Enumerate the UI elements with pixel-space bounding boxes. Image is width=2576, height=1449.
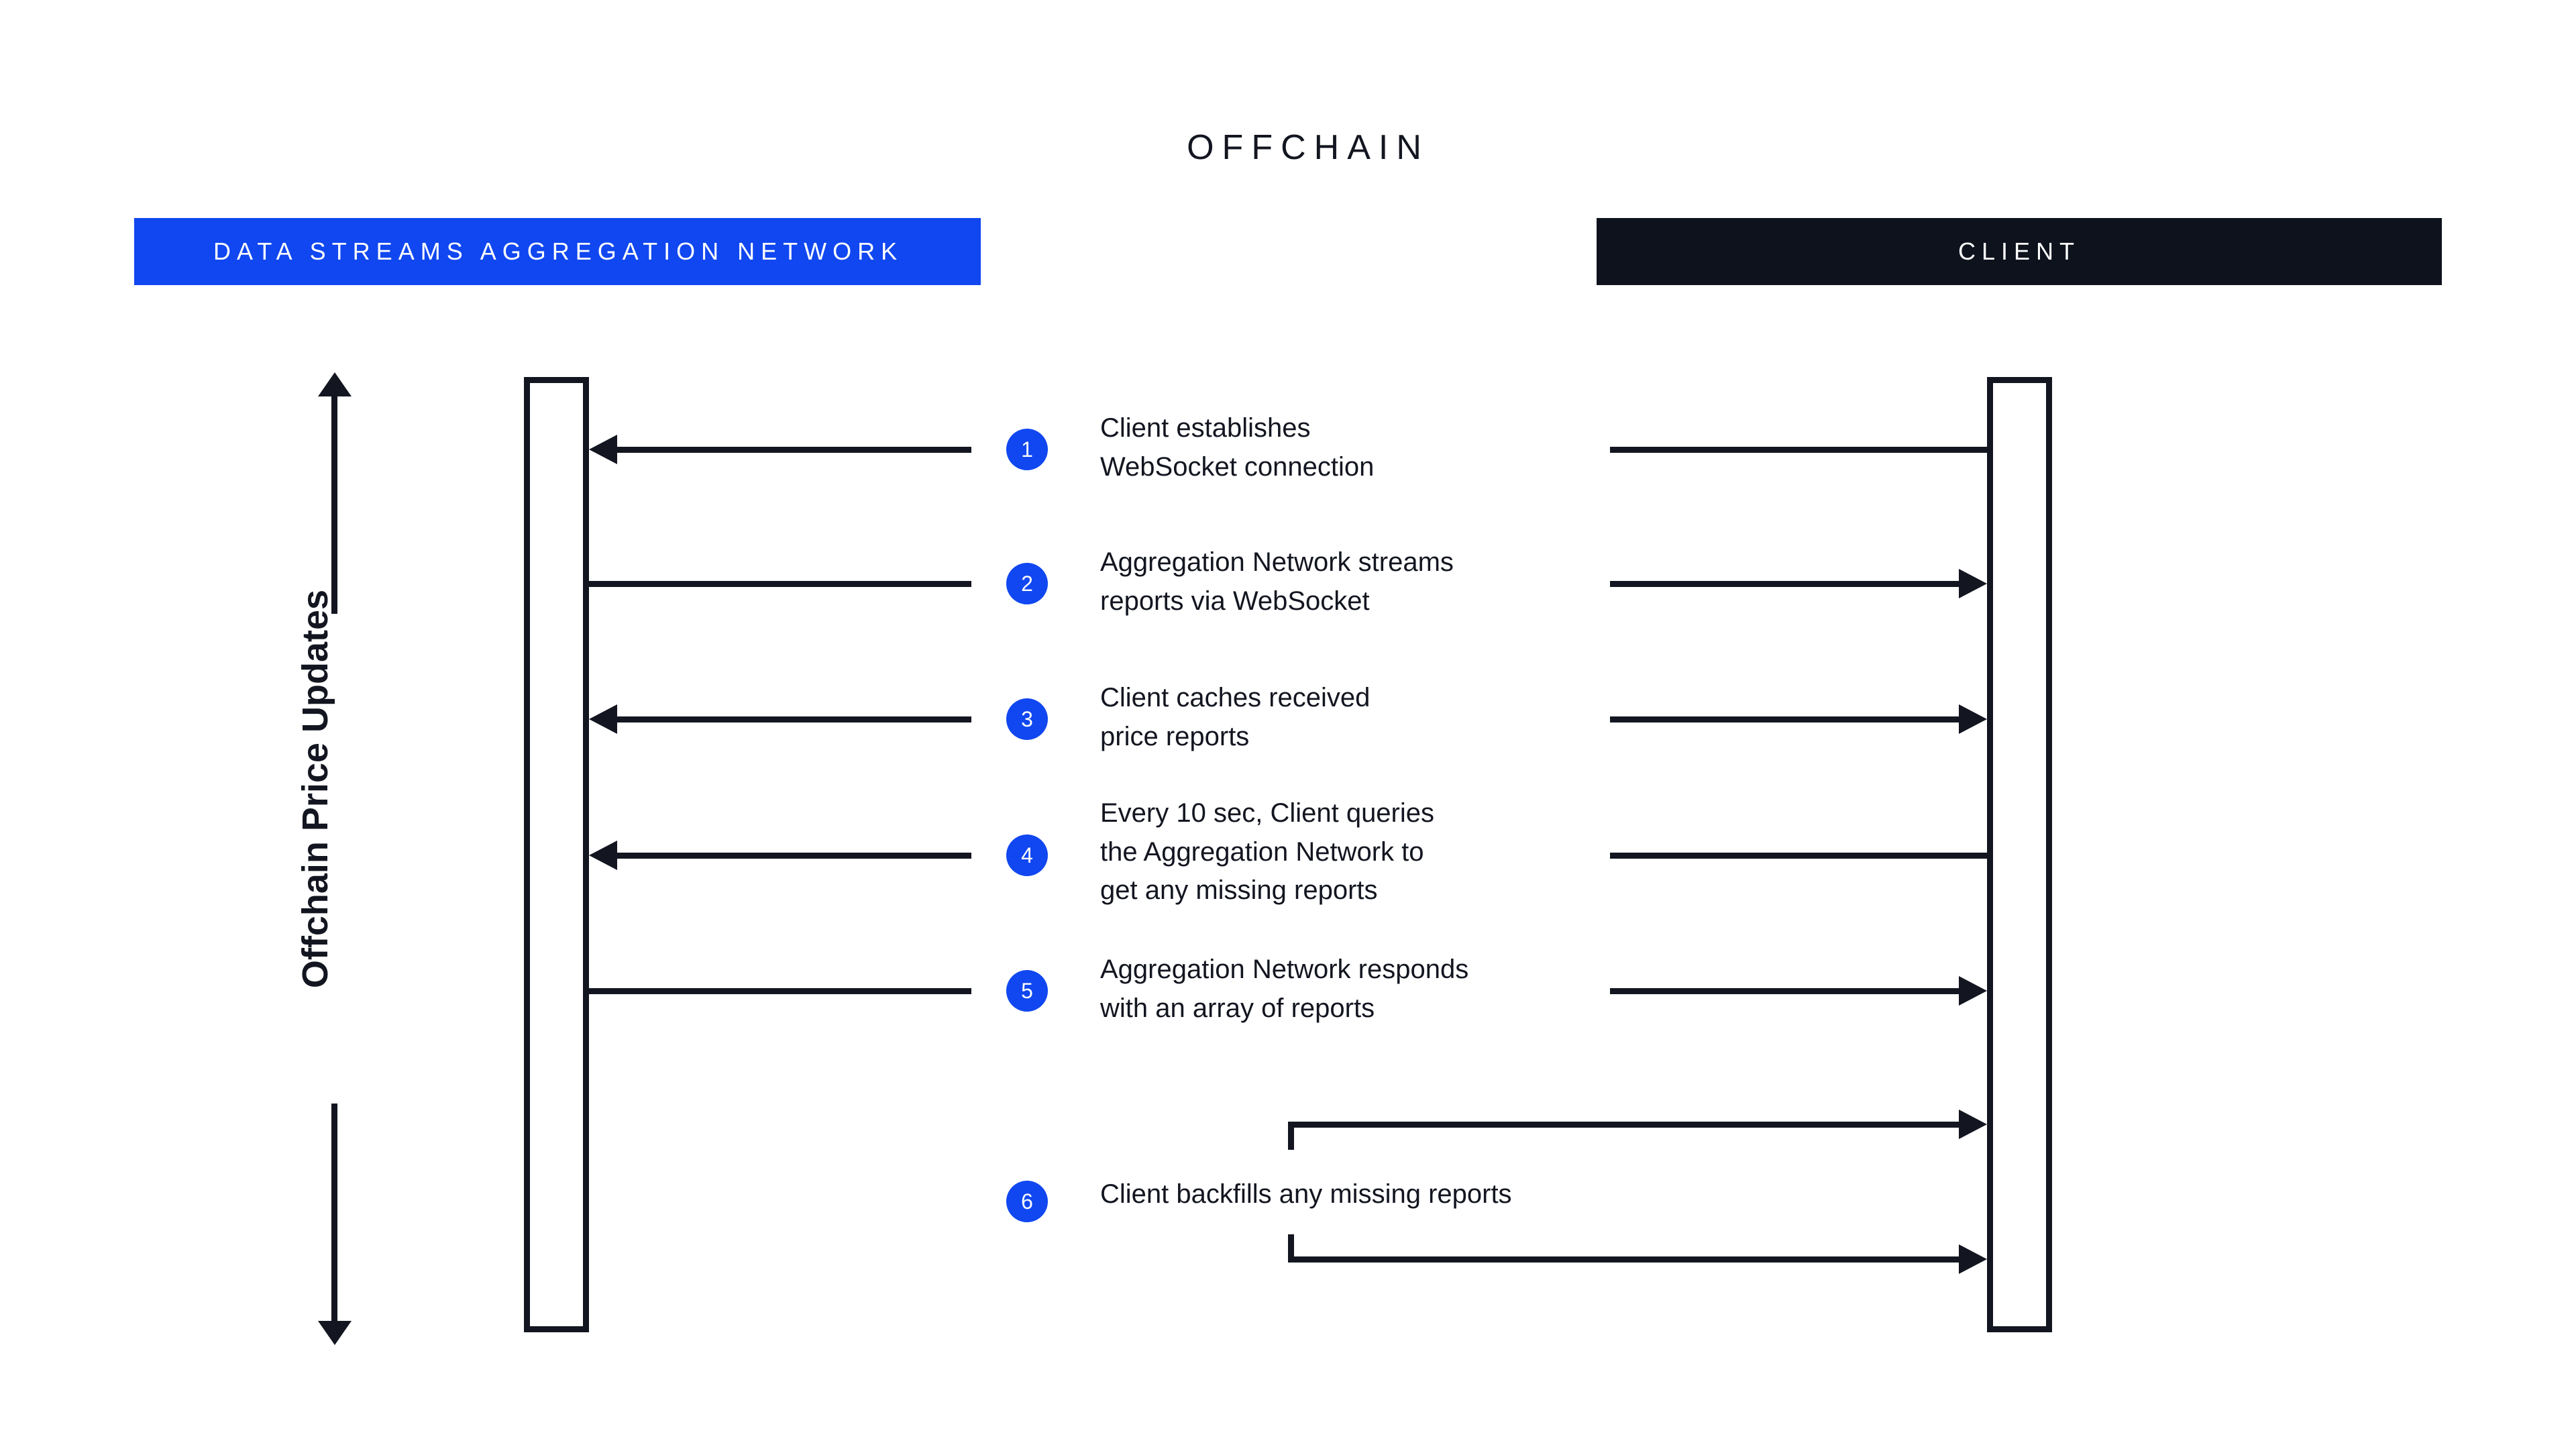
step-badge-5-number: 5 [1021, 979, 1033, 1003]
axis-label: Offchain Price Updates [295, 589, 335, 989]
message-6-upper-stub [1288, 1122, 1294, 1150]
step-label-5: Aggregation Network responds with an arr… [1100, 955, 1469, 1023]
message-6-lower-stub [1288, 1234, 1294, 1263]
lifeline-aggregation-network [524, 377, 589, 1332]
lifeline-client [1987, 377, 2052, 1332]
step-label-3: Client caches received price reports [1100, 683, 1371, 751]
step-badge-3-number: 3 [1021, 707, 1033, 731]
step-badge-4: 4 [1006, 835, 1048, 876]
message-6-lower-arrowhead [1959, 1244, 1987, 1274]
message-1-left-arrowhead [589, 435, 617, 464]
step-label-6: Client backfills any missing reports [1100, 1179, 1512, 1209]
message-1-left-segment [617, 447, 971, 453]
message-1-right-segment [1610, 447, 1987, 453]
message-5-left-segment [589, 988, 971, 994]
message-5-right-arrowhead [1959, 976, 1987, 1006]
step-badge-2: 2 [1006, 563, 1048, 604]
step-badge-2-number: 2 [1021, 572, 1033, 596]
lane-header-client: CLIENT [1597, 218, 2442, 285]
arrow-down-icon [318, 1321, 352, 1345]
step-badge-1: 1 [1006, 429, 1048, 470]
arrow-up-icon [318, 372, 352, 396]
message-3-right-arrowhead [1959, 704, 1987, 734]
axis-label-backdrop [302, 614, 369, 1104]
message-6-lower-segment [1288, 1256, 1959, 1263]
message-3-left-segment [617, 716, 971, 722]
step-badge-3: 3 [1006, 698, 1048, 740]
step-badge-6-number: 6 [1021, 1189, 1033, 1214]
offchain-price-updates-axis: Offchain Price Updates [288, 372, 382, 1345]
step-badge-1-number: 1 [1021, 437, 1033, 462]
message-6-upper-segment [1288, 1122, 1959, 1128]
step-label-2: Aggregation Network streams reports via … [1100, 547, 1454, 616]
message-3-left-arrowhead [589, 704, 617, 734]
step-badge-4-number: 4 [1021, 843, 1033, 867]
lane-header-aggregation-network: DATA STREAMS AGGREGATION NETWORK [134, 218, 981, 285]
message-4-right-segment [1610, 853, 1987, 859]
message-4-left-segment [617, 853, 971, 859]
message-4-left-arrowhead [589, 841, 617, 870]
message-2-right-arrowhead [1959, 569, 1987, 598]
step-badge-5: 5 [1006, 970, 1048, 1012]
step-label-4: Every 10 sec, Client queries the Aggrega… [1100, 798, 1435, 906]
message-2-right-segment [1610, 581, 1959, 587]
message-5-right-segment [1610, 988, 1959, 994]
lane-header-aggregation-network-label: DATA STREAMS AGGREGATION NETWORK [213, 237, 904, 265]
step-label-1: Client establishes WebSocket connection [1100, 413, 1375, 482]
message-2-left-segment [589, 581, 971, 587]
lane-header-client-label: CLIENT [1957, 237, 2081, 265]
message-6-upper-arrowhead [1959, 1110, 1987, 1139]
page-title: OFFCHAIN [1187, 128, 1430, 167]
step-badge-6: 6 [1006, 1181, 1048, 1222]
message-3-right-segment [1610, 716, 1959, 722]
